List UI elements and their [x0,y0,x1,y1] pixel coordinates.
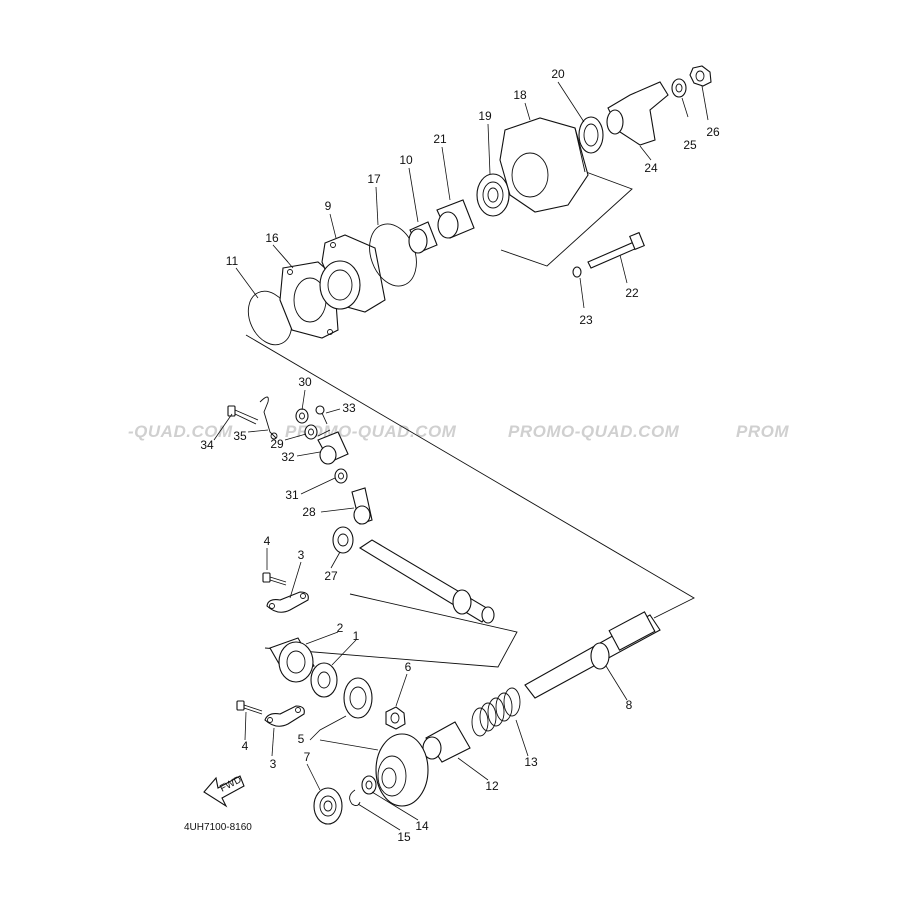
callout-17: 17 [367,172,381,186]
bearing-19[interactable] [476,173,510,217]
washer-31[interactable] [334,468,348,484]
callout-8: 8 [626,698,633,712]
shim-14[interactable] [361,775,377,795]
callout-22: 22 [625,286,639,300]
main-shaft-8[interactable] [524,611,661,699]
sensor-housing-32[interactable] [317,431,349,465]
callout-25: 25 [683,138,697,152]
ring-gear-5[interactable] [375,733,429,807]
callout-24: 24 [644,161,658,175]
main-assembly-line [245,334,695,619]
shim-1[interactable] [310,662,338,698]
callout-1: 1 [353,629,360,643]
watermark-4: PROM [736,422,789,441]
callout-4-lower: 4 [242,739,249,753]
callout-10: 10 [399,153,413,167]
callout-9: 9 [325,199,332,213]
diagram-code: 4UH7100-8160 [184,822,252,833]
shaft-box-line [264,593,518,668]
callout-34: 34 [200,438,214,452]
collar-21[interactable] [436,199,475,239]
callout-18: 18 [513,88,527,102]
circlip-15[interactable] [349,789,361,807]
callout-27: 27 [324,569,338,583]
callout-7: 7 [304,750,311,764]
spring-13[interactable] [471,687,521,737]
drive-gear-27[interactable] [332,526,354,554]
callout-21: 21 [433,132,447,146]
callout-20: 20 [551,67,565,81]
washer-23[interactable] [572,266,582,278]
callout-32: 32 [281,450,295,464]
lock-plate-3-upper[interactable] [266,591,309,613]
bushing-10[interactable] [408,221,438,254]
pinion-gear-5[interactable] [343,677,373,719]
callout-11: 11 [226,254,239,268]
watermark-3: PROMO-QUAD.COM [508,422,680,441]
callout-23: 23 [579,313,593,327]
watermark-row: -QUAD.COM PROMO-QUAD.COM PROMO-QUAD.COM … [128,422,789,441]
speedo-gear-28[interactable] [351,487,373,525]
screw-33[interactable] [315,405,328,425]
bolt-4-upper[interactable] [262,572,287,586]
callout-4-upper: 4 [264,534,271,548]
washer-25[interactable] [671,78,687,98]
callout-16: 16 [265,231,279,245]
lock-plate-3-lower[interactable] [264,705,305,727]
callout-5: 5 [298,732,305,746]
fwd-arrow-icon: FWD [203,774,245,808]
bolt-box-line [500,171,633,267]
callout-35: 35 [233,429,247,443]
bolt-4-lower[interactable] [236,700,263,715]
callout-12: 12 [485,779,499,793]
callout-26: 26 [706,125,720,139]
callout-19: 19 [478,109,492,123]
washer-30[interactable] [295,408,309,424]
oil-seal-20[interactable] [578,116,604,154]
callout-3-lower: 3 [270,757,277,771]
drive-shaft[interactable] [358,539,495,624]
coupling-yoke-24[interactable] [606,81,669,146]
callout-15: 15 [397,830,411,844]
housing-flange-9[interactable] [319,234,386,313]
callout-6: 6 [405,660,412,674]
nut-6[interactable] [385,706,406,730]
callout-13: 13 [524,755,538,769]
watermark-1: -QUAD.COM [128,422,233,441]
callout-33: 33 [342,401,356,415]
callout-3-upper: 3 [298,548,305,562]
callout-28: 28 [302,505,316,519]
dog-clutch-12[interactable] [422,721,471,763]
callout-30: 30 [298,375,312,389]
bolt-34[interactable] [227,405,259,425]
bolt-22[interactable] [587,231,645,269]
callout-29: 29 [270,437,284,451]
callout-31: 31 [285,488,299,502]
leader-lines [213,81,709,831]
assembly-lines [245,171,695,668]
nut-26[interactable] [689,65,712,87]
callout-labels: 20 18 19 21 10 17 9 16 11 24 25 26 22 23… [200,67,720,844]
bracket-35[interactable] [259,396,278,440]
bearing-2[interactable] [269,637,315,683]
callout-2: 2 [337,621,344,635]
gear-case-18[interactable] [499,117,589,213]
washer-29[interactable] [304,424,318,440]
callout-14: 14 [415,819,429,833]
bearing-7[interactable] [313,787,343,825]
